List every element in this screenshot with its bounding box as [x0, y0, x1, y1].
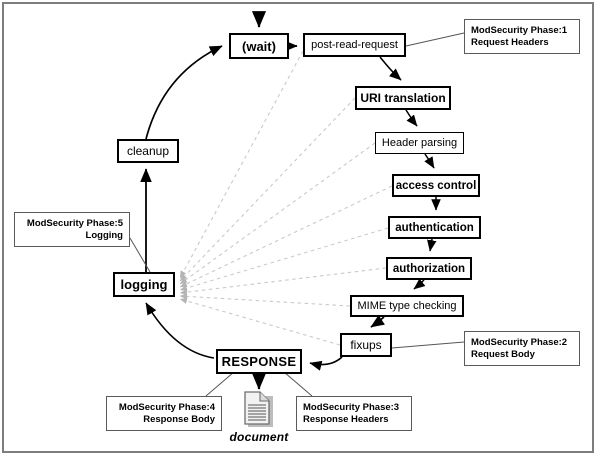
note-phase-1-line-2: Request Headers	[471, 36, 549, 48]
note-phase-1-line-1: ModSecurity Phase:1	[471, 25, 568, 36]
node-authentication[interactable]: authentication	[388, 216, 481, 239]
node-post-read-request-label: post-read-request	[311, 39, 398, 51]
node-fixups[interactable]: fixups	[340, 333, 392, 357]
node-wait-label: (wait)	[242, 38, 276, 54]
edge-authentication-to-authorization	[427, 238, 437, 252]
node-cleanup[interactable]: cleanup	[117, 139, 179, 163]
note-phase-2-line-2: Request Body	[471, 348, 535, 360]
note-phase-2-line-1: ModSecurity Phase:2	[471, 337, 568, 348]
note-modsecurity-phase-5: ModSecurity Phase:5 Logging	[14, 212, 130, 247]
node-access-control-label: access control	[395, 179, 477, 192]
node-mime-type-checking-label: MIME type checking	[357, 300, 457, 312]
edge-uri-translation-to-header-parsing	[405, 109, 418, 127]
node-response[interactable]: RESPONSE	[216, 349, 302, 374]
document-output: document	[230, 391, 288, 444]
node-authorization[interactable]: authorization	[386, 257, 472, 280]
node-mime-type-checking[interactable]: MIME type checking	[350, 295, 464, 317]
note-phase-5-line-2: Logging	[85, 229, 123, 241]
note-phase-4-line-2: Response Body	[143, 413, 215, 425]
edge-mime-type-checking-to-fixups	[370, 315, 385, 328]
edge-post-read-request-to-uri-translation	[379, 56, 402, 81]
note-phase-3-line-1: ModSecurity Phase:3	[303, 402, 400, 413]
edge-fixups-to-response	[309, 356, 343, 371]
node-authentication-label: authentication	[395, 221, 474, 234]
diagram-border	[2, 2, 594, 453]
note-phase-4-line-1: ModSecurity Phase:4	[118, 402, 215, 413]
node-fixups-label: fixups	[350, 338, 382, 352]
note-phase-5-line-1: ModSecurity Phase:5	[26, 218, 123, 229]
note-modsecurity-phase-4: ModSecurity Phase:4 Response Body	[106, 396, 222, 431]
node-header-parsing[interactable]: Header parsing	[375, 132, 464, 154]
document-icon	[244, 391, 273, 427]
node-wait[interactable]: (wait)	[229, 33, 289, 59]
edge-cleanup-to-wait	[145, 45, 223, 140]
document-label: document	[229, 430, 289, 444]
node-authorization-label: authorization	[392, 262, 466, 275]
node-uri-translation-label: URI translation	[360, 91, 446, 105]
node-post-read-request[interactable]: post-read-request	[303, 33, 406, 57]
note-modsecurity-phase-2: ModSecurity Phase:2 Request Body	[464, 331, 580, 366]
note-modsecurity-phase-3: ModSecurity Phase:3 Response Headers	[296, 396, 412, 431]
note-phase-3-line-2: Response Headers	[303, 413, 389, 425]
edge-header-parsing-to-access-control	[424, 153, 435, 169]
note-modsecurity-phase-1: ModSecurity Phase:1 Request Headers	[464, 19, 580, 54]
node-uri-translation[interactable]: URI translation	[355, 86, 451, 110]
node-access-control[interactable]: access control	[392, 174, 480, 197]
node-response-label: RESPONSE	[221, 354, 297, 369]
node-header-parsing-label: Header parsing	[381, 137, 458, 149]
node-cleanup-label: cleanup	[126, 144, 170, 158]
edge-response-to-logging	[145, 302, 215, 359]
edge-logging-audit-fan	[179, 50, 393, 346]
node-logging-label: logging	[120, 277, 168, 292]
node-logging[interactable]: logging	[113, 272, 175, 297]
note-leader-lines	[129, 32, 465, 397]
edge-authorization-to-mime-type-checking	[413, 278, 426, 290]
